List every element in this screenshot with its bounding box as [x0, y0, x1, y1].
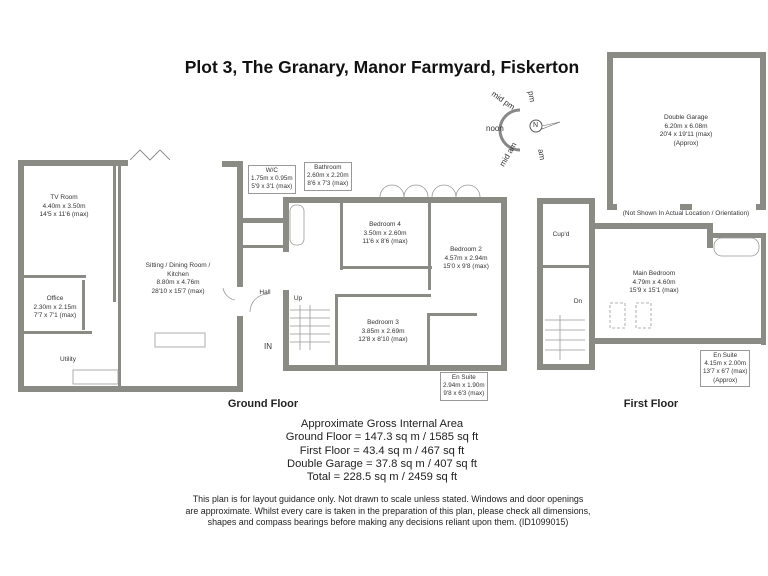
disclaimer: This plan is for layout guidance only. N… [185, 494, 591, 527]
entrance-label: IN [264, 342, 272, 351]
room-cupboard: Cup'd [552, 231, 570, 238]
room-hall: Hall [259, 289, 271, 296]
compass-rose [498, 108, 561, 152]
stairs-down-label: Dn [573, 298, 583, 305]
compass-label-noon: noon [486, 124, 504, 133]
compass-label-pm: pm [526, 90, 537, 103]
fixtures [72, 149, 760, 385]
walls [18, 52, 766, 392]
page-title: Plot 3, The Granary, Manor Farmyard, Fis… [184, 57, 580, 77]
garage-caption: (Not Shown In Actual Location / Orientat… [622, 210, 750, 217]
ground-floor-label: Ground Floor [227, 398, 299, 410]
first-floor-label: First Floor [623, 398, 679, 410]
stairs-up-label: Up [293, 295, 303, 302]
compass-label-am: am [536, 148, 547, 161]
room-utility: Utility [60, 356, 76, 363]
compass-north-label: N [533, 122, 539, 129]
